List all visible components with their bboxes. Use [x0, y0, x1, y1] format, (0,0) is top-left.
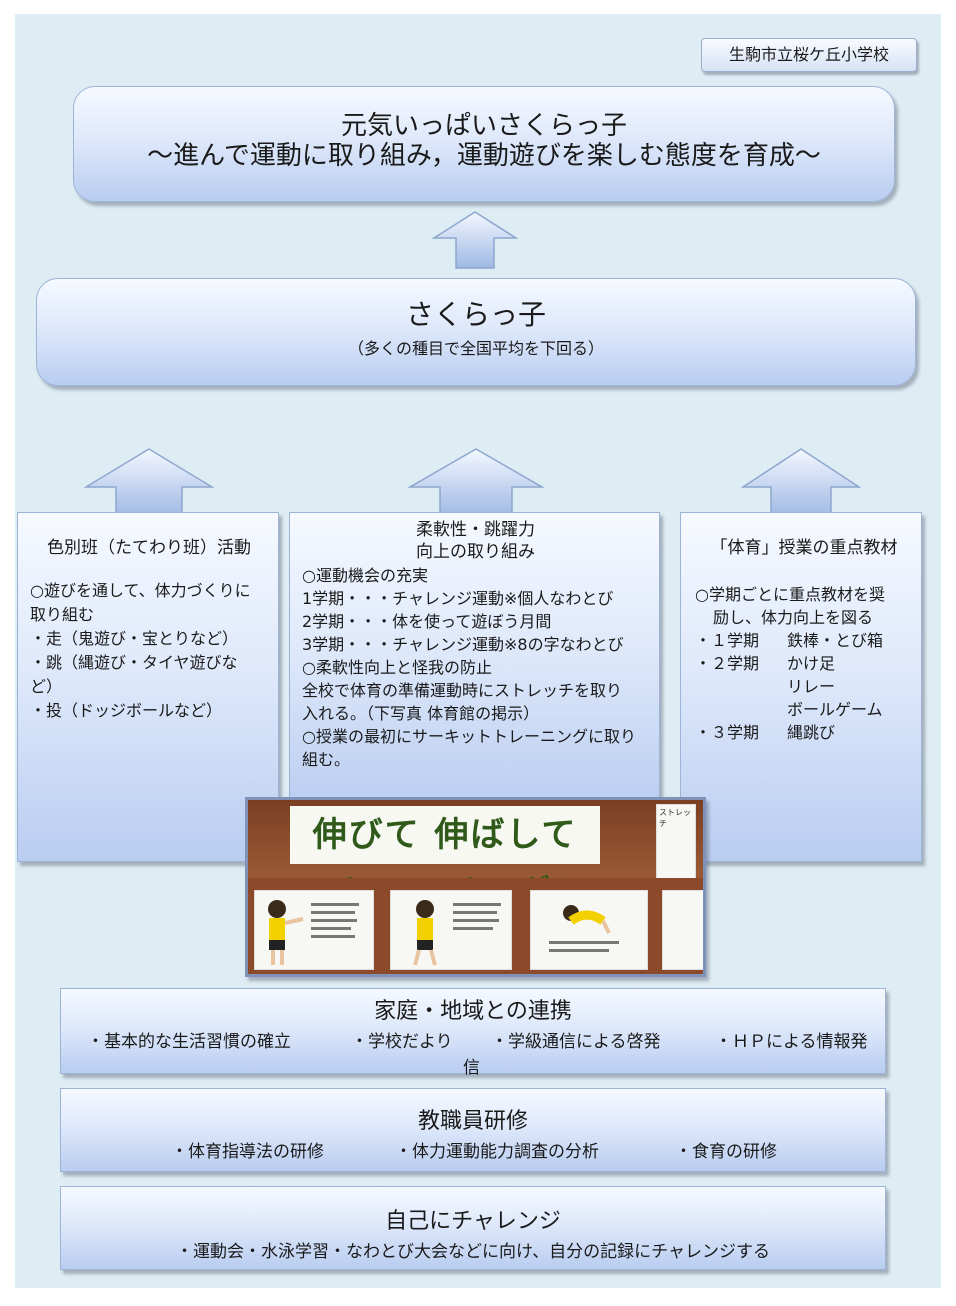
list-item: ・ＨＰによる情報発	[715, 1032, 868, 1052]
group-activity-list: ○遊びを通して、体力づくりに 取り組む ・走（鬼遊び・宝とりなど） ・跳（縄遊び…	[30, 579, 268, 723]
staff-training-title: 教職員研修	[417, 1109, 528, 1134]
home-community-title: 家庭・地域との連携	[374, 999, 572, 1024]
group-activity-box: 色別班（たてわり班）活動 ○遊びを通して、体力づくりに 取り組む ・走（鬼遊び・…	[17, 512, 279, 862]
term-row: ・１学期 鉄棒・とび箱	[695, 629, 913, 652]
up-arrow-icon	[741, 448, 861, 518]
list-item: ○運動機会の充実	[302, 566, 428, 585]
goal-title: 元気いっぱいさくらっ子	[340, 111, 627, 141]
school-name-label: 生駒市立桜ケ丘小学校	[701, 38, 917, 72]
term-spacer	[695, 698, 787, 721]
list-item: 3学期・・・チャレンジ運動※8の字なわとび	[302, 635, 624, 654]
term-row: ・２学期 かけ足	[695, 652, 913, 675]
list-item: ○授業の最初にサーキットトレーニングに取り	[302, 727, 636, 746]
term-row: リレー	[695, 675, 913, 698]
term-item: 鉄棒・とび箱	[787, 631, 884, 650]
sakurakko-title: さくらっ子	[405, 298, 546, 331]
list-item: ・学校だより	[351, 1032, 453, 1052]
term-row: ボールゲーム	[695, 698, 913, 721]
stretch-poster	[254, 890, 374, 970]
term-label: ・１学期	[695, 631, 760, 650]
goal-subtitle: ～進んで運動に取り組み，運動遊びを楽しむ態度を育成～	[147, 141, 821, 171]
stretching-figure-icon	[413, 900, 501, 966]
list-item: ・学級通信による啓発	[491, 1032, 661, 1052]
list-item: ど）	[30, 677, 63, 696]
flexibility-title-line2: 向上の取り組み	[416, 542, 535, 562]
pe-materials-box: 「体育」授業の重点教材 ○学期ごとに重点教材を奨 励し、体力向上を図る ・１学期…	[680, 512, 922, 862]
up-arrow-icon	[432, 211, 518, 269]
sakurakko-subtitle: （多くの種目で全国平均を下回る）	[347, 339, 604, 358]
term-item: リレー	[787, 677, 836, 696]
list-item: ○遊びを通して、体力づくりに	[30, 581, 251, 600]
list-item: ・食育の研修	[675, 1142, 777, 1162]
self-challenge-title: 自己にチャレンジ	[385, 1209, 561, 1234]
flexibility-title-line1: 柔軟性・跳躍力	[416, 520, 535, 540]
photo-banner: 伸びて 伸ばして ストレッチング！	[290, 806, 600, 913]
sakurakko-box: さくらっ子 （多くの種目で全国平均を下回る）	[36, 278, 916, 386]
stretch-poster	[390, 890, 512, 970]
list-item: 組む。	[302, 750, 351, 769]
self-challenge-description: ・運動会・水泳学習・なわとび大会などに向け、自分の記録にチャレンジする	[176, 1242, 770, 1262]
term-label: ・２学期	[695, 654, 760, 673]
stretching-photo: 伸びて 伸ばして ストレッチング！ ストレッチ	[245, 797, 706, 977]
pe-materials-list: ○学期ごとに重点教材を奨 励し、体力向上を図る ・１学期 鉄棒・とび箱 ・２学期…	[695, 583, 913, 744]
list-item: 取り組む	[30, 605, 95, 624]
goal-box: 元気いっぱいさくらっ子 ～進んで運動に取り組み，運動遊びを楽しむ態度を育成～	[73, 86, 895, 202]
term-item: ボールゲーム	[787, 700, 883, 719]
up-arrow-icon	[84, 448, 214, 518]
side-poster-text: ストレッチ	[659, 808, 691, 828]
flexibility-list: ○運動機会の充実 1学期・・・チャレンジ運動※個人なわとび 2学期・・・体を使っ…	[302, 564, 649, 771]
term-item: 縄跳び	[787, 723, 836, 742]
term-item: かけ足	[787, 654, 836, 673]
list-item: ・跳（縄遊び・タイヤ遊びな	[30, 653, 238, 672]
pe-materials-title: 「体育」授業の重点教材	[710, 538, 898, 558]
list-item: ・走（鬼遊び・宝とりなど）	[30, 629, 239, 648]
stretch-poster	[662, 890, 703, 970]
stretch-poster	[530, 890, 648, 970]
stretching-figure-icon	[549, 905, 619, 952]
list-item: ○柔軟性向上と怪我の防止	[302, 658, 492, 677]
list-item: ・基本的な生活習慣の確立	[87, 1032, 291, 1052]
list-item: 1学期・・・チャレンジ運動※個人なわとび	[302, 589, 614, 608]
home-community-box: 家庭・地域との連携 ・基本的な生活習慣の確立 ・学校だより ・学級通信による啓発…	[60, 988, 886, 1078]
self-challenge-box: 自己にチャレンジ ・運動会・水泳学習・なわとび大会などに向け、自分の記録にチャレ…	[60, 1186, 886, 1270]
side-poster: ストレッチ	[656, 804, 696, 882]
flexibility-box: 柔軟性・跳躍力 向上の取り組み ○運動機会の充実 1学期・・・チャレンジ運動※個…	[289, 512, 660, 812]
stretching-figure-icon	[268, 900, 359, 965]
term-spacer	[695, 675, 787, 698]
list-item: 2学期・・・体を使って遊ぼう月間	[302, 612, 552, 631]
list-item: 入れる。（下写真 体育館の掲示）	[302, 704, 540, 723]
term-row: ・３学期 縄跳び	[695, 721, 913, 744]
list-item-overflow: 信	[463, 1058, 480, 1078]
list-item: ・投（ドッジボールなど）	[30, 701, 223, 720]
list-item: ・体力運動能力調査の分析	[395, 1142, 599, 1162]
staff-training-box: 教職員研修 ・体育指導法の研修 ・体力運動能力調査の分析 ・食育の研修	[60, 1088, 886, 1172]
group-activity-title: 色別班（たてわり班）活動	[47, 538, 251, 558]
list-item: ・体育指導法の研修	[171, 1142, 324, 1162]
list-item: 励し、体力向上を図る	[713, 608, 874, 627]
list-item: 全校で体育の準備運動時にストレッチを取り	[302, 681, 623, 700]
term-label: ・３学期	[695, 723, 760, 742]
list-item: ○学期ごとに重点教材を奨	[695, 585, 885, 604]
up-arrow-icon	[408, 448, 544, 518]
